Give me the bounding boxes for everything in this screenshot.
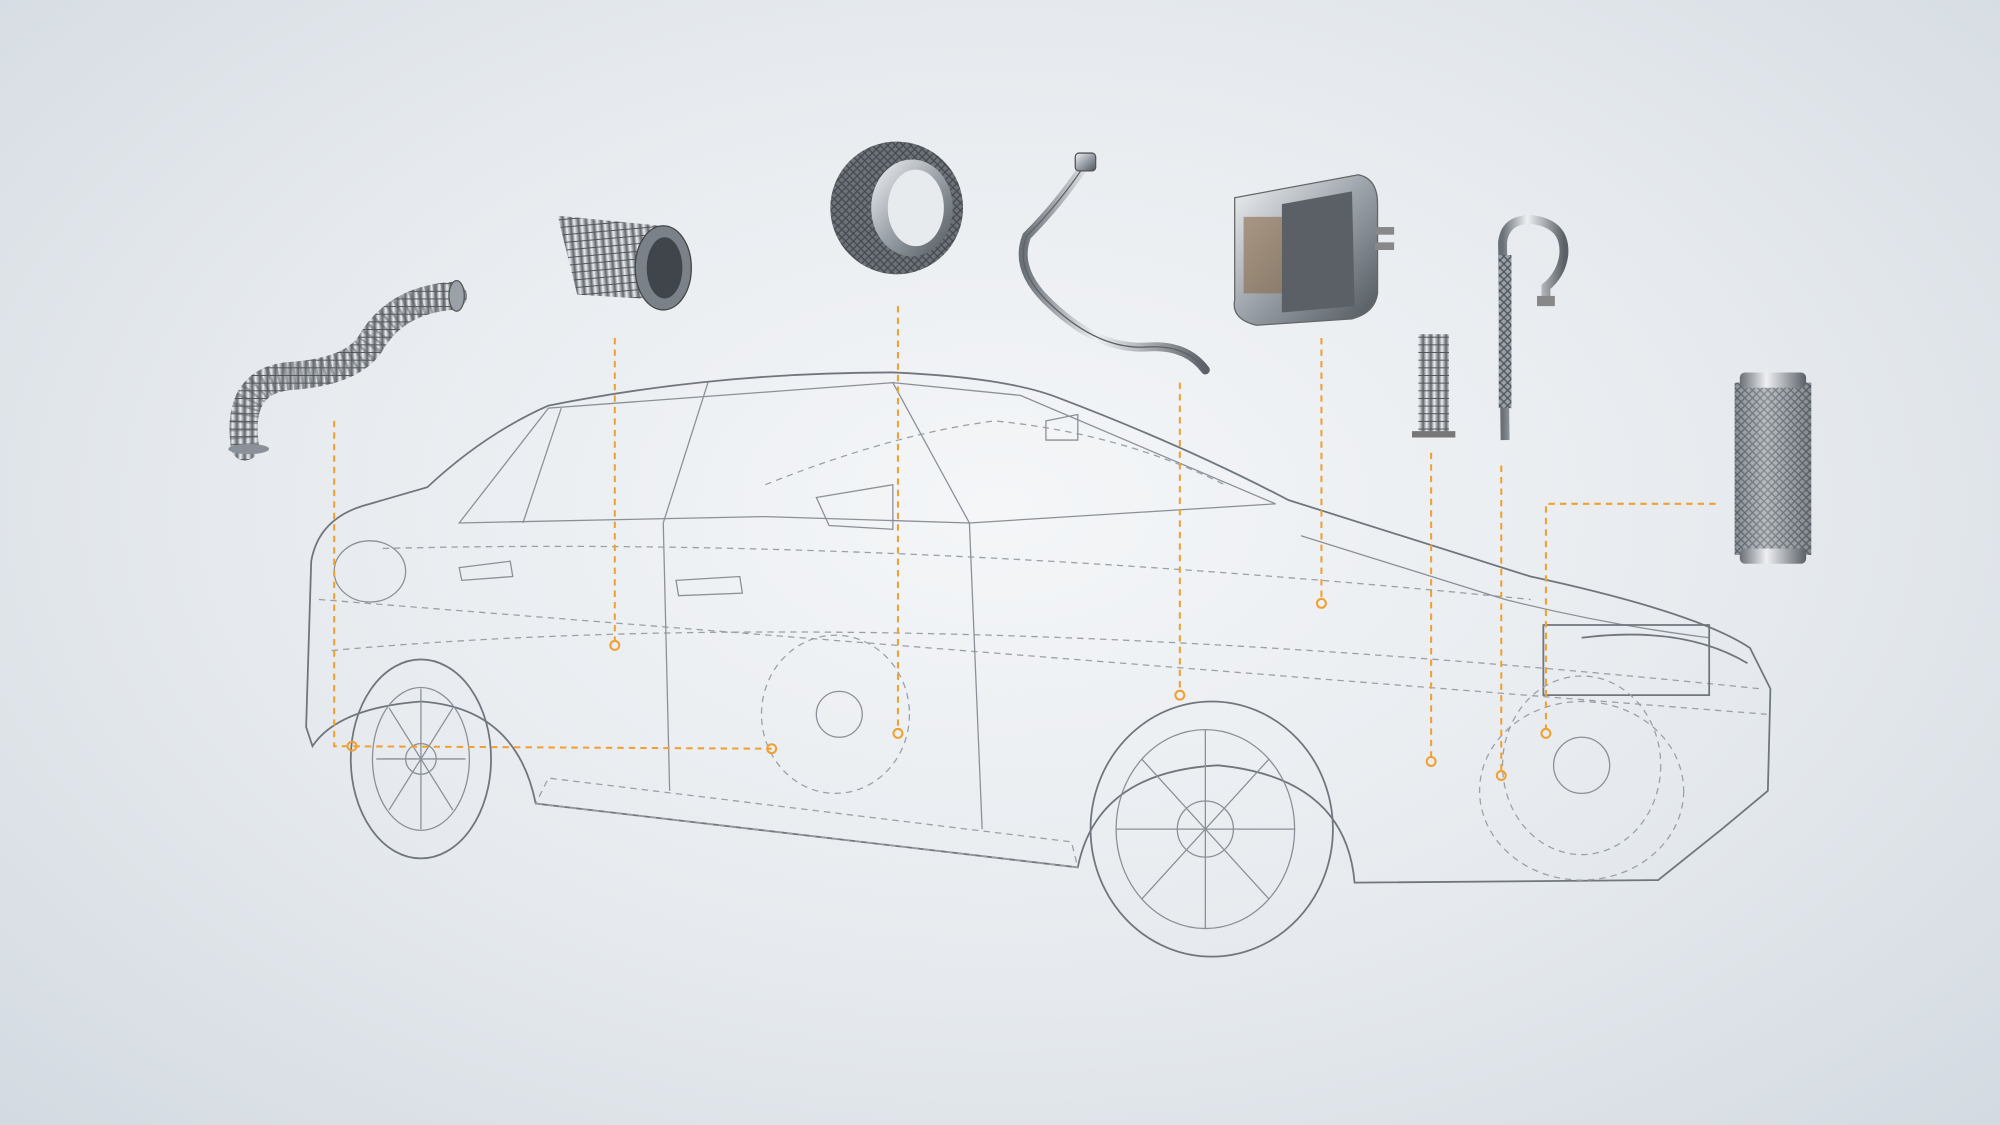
marker-metal-bellows [609, 639, 621, 651]
marker-flexible-hose [766, 743, 778, 755]
car-wireframe [305, 371, 1772, 958]
tail-light [333, 540, 407, 603]
marker-sealing-ring [892, 727, 904, 739]
leader-lines [333, 306, 1716, 781]
far-rear-wheel [760, 634, 911, 795]
bent-pipe-icon [1018, 152, 1210, 375]
leader-flexible-hose [333, 420, 772, 750]
windows-outline [457, 382, 1276, 524]
marker-hook-pipe [1495, 770, 1507, 781]
front-wheel [1089, 700, 1334, 958]
far-front-wheel [1478, 675, 1685, 881]
headlight [1581, 633, 1748, 665]
gasket-ring-icon [830, 141, 964, 275]
marker-small-bellows [1425, 755, 1437, 767]
braided-tube-icon [1734, 372, 1812, 564]
corrugated-hose-icon [228, 279, 467, 461]
marker-braided-tube [1540, 727, 1552, 739]
canister-icon [1233, 174, 1395, 326]
small-bellows-icon [1411, 334, 1456, 438]
grille [1542, 624, 1711, 697]
bellows-icon [557, 215, 692, 311]
rear-wheel [349, 658, 492, 860]
marker-canister [1315, 597, 1327, 609]
marker-bent-pipe [1174, 689, 1186, 701]
hook-pipe-icon [1498, 214, 1569, 441]
car-body-outline [305, 371, 1772, 884]
